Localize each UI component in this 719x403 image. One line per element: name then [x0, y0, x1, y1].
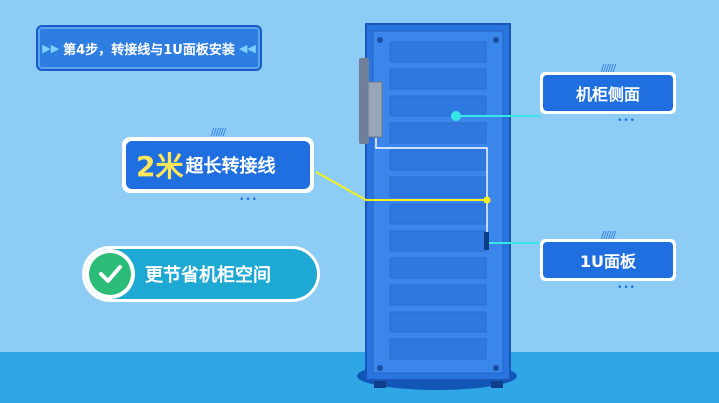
pointer-cable-dot [483, 196, 491, 204]
banner-right-arrows: ◀◀ [238, 41, 256, 55]
callout-1u-panel: ////// 1U面板 ••• [540, 230, 676, 293]
cabinet-foot-left [374, 378, 386, 388]
cable-length-callout: ////// 2米 超长转接线 ••• [122, 127, 314, 205]
check-badge [85, 249, 135, 299]
check-icon [99, 265, 122, 283]
cabinet-screws [377, 37, 499, 371]
side-handle [359, 58, 369, 144]
space-saving-label: 更节省机柜空间 [145, 265, 271, 286]
panel-1u-mark [484, 232, 489, 250]
step-title: 第4步，转接线与1U面板安装 [63, 42, 235, 58]
banner-left-arrows: ▶▶ [42, 41, 60, 55]
pointer-cable [315, 171, 487, 201]
callout-side-dashes: ////// [600, 63, 616, 74]
step-banner: ▶▶ 第4步，转接线与1U面板安装 ◀◀ [36, 25, 262, 71]
callout-cabinet-side: ////// 机柜侧面 ••• [540, 63, 676, 126]
callout-side-label: 机柜侧面 [543, 75, 673, 111]
cabinet-foot-right [491, 378, 503, 388]
cable-dashes: ////// [210, 127, 226, 138]
cable-length-text: 超长转接线 [185, 156, 276, 177]
side-connector [367, 81, 383, 138]
callout-panel-label: 1U面板 [543, 242, 673, 278]
cable-path [375, 138, 488, 238]
cable-dots: ••• [239, 195, 258, 205]
space-saving-badge: 更节省机柜空间 [82, 246, 320, 302]
callout-side-dots: ••• [617, 116, 636, 126]
cabinet-vents [389, 41, 487, 360]
cable-length-number: 2米 [136, 150, 184, 183]
callout-panel-dots: ••• [617, 283, 636, 293]
pointer-side-dot [451, 111, 461, 121]
callout-panel-dashes: ////// [600, 230, 616, 241]
